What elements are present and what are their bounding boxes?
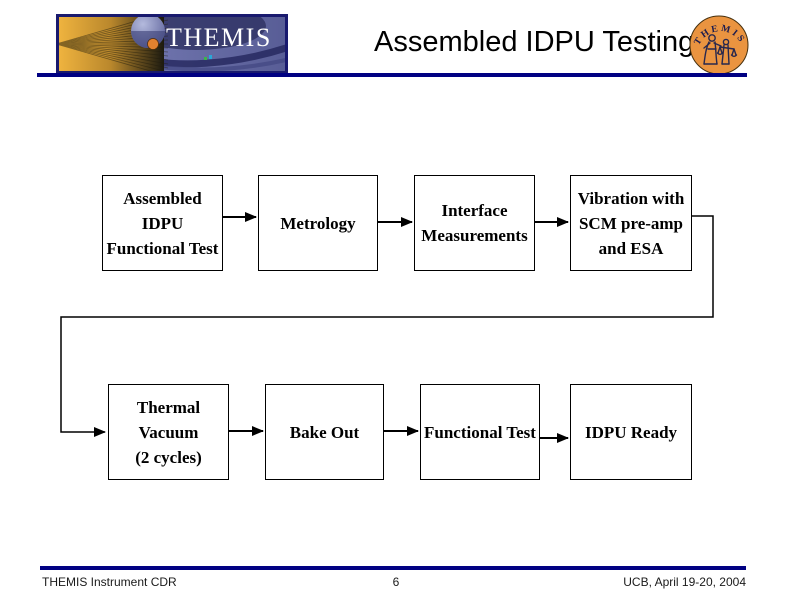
page-number: 6: [392, 575, 400, 589]
footer-presentation-title: THEMIS Instrument CDR: [42, 575, 177, 589]
footer-rule: [40, 566, 746, 570]
node-interface-measurements: Interface Measurements: [414, 175, 535, 271]
header-rule: [37, 73, 747, 77]
node-idpu-ready: IDPU Ready: [570, 384, 692, 480]
banner-themis-text: THEMIS: [166, 23, 272, 52]
node-label: Bake Out: [289, 422, 360, 442]
node-label: Functional Test: [424, 422, 536, 442]
slide-title: Assembled IDPU Testing: [374, 26, 695, 58]
node-label: Assembled IDPU Functional Test: [106, 188, 219, 258]
node-functional-test: Functional Test: [420, 384, 540, 480]
banner-speck-blue: [209, 55, 212, 59]
banner-speck-green: [204, 57, 207, 60]
node-label: Vibration with SCM pre-amp and ESA: [577, 188, 685, 258]
node-label: Thermal Vacuum (2 cycles): [135, 397, 202, 467]
node-assembled-idpu-functional-test: Assembled IDPU Functional Test: [102, 175, 223, 271]
themis-patch-logo: THEMIS: [689, 15, 749, 75]
node-vibration-with-scm-pre-amp-and-esa: Vibration with SCM pre-amp and ESA: [570, 175, 692, 271]
banner-sun-dot: [147, 38, 159, 50]
themis-banner-logo: THEMIS: [56, 14, 288, 74]
patch-figures: [703, 34, 738, 65]
node-bake-out: Bake Out: [265, 384, 384, 480]
footer-date-text: UCB, April 19-20, 2004: [623, 575, 746, 589]
node-thermal-vacuum-2-cycles: Thermal Vacuum (2 cycles): [108, 384, 229, 480]
node-metrology: Metrology: [258, 175, 378, 271]
node-label: IDPU Ready: [584, 422, 678, 442]
banner-border: [56, 14, 288, 74]
node-label: Metrology: [280, 213, 356, 233]
node-label: Interface Measurements: [421, 201, 528, 245]
